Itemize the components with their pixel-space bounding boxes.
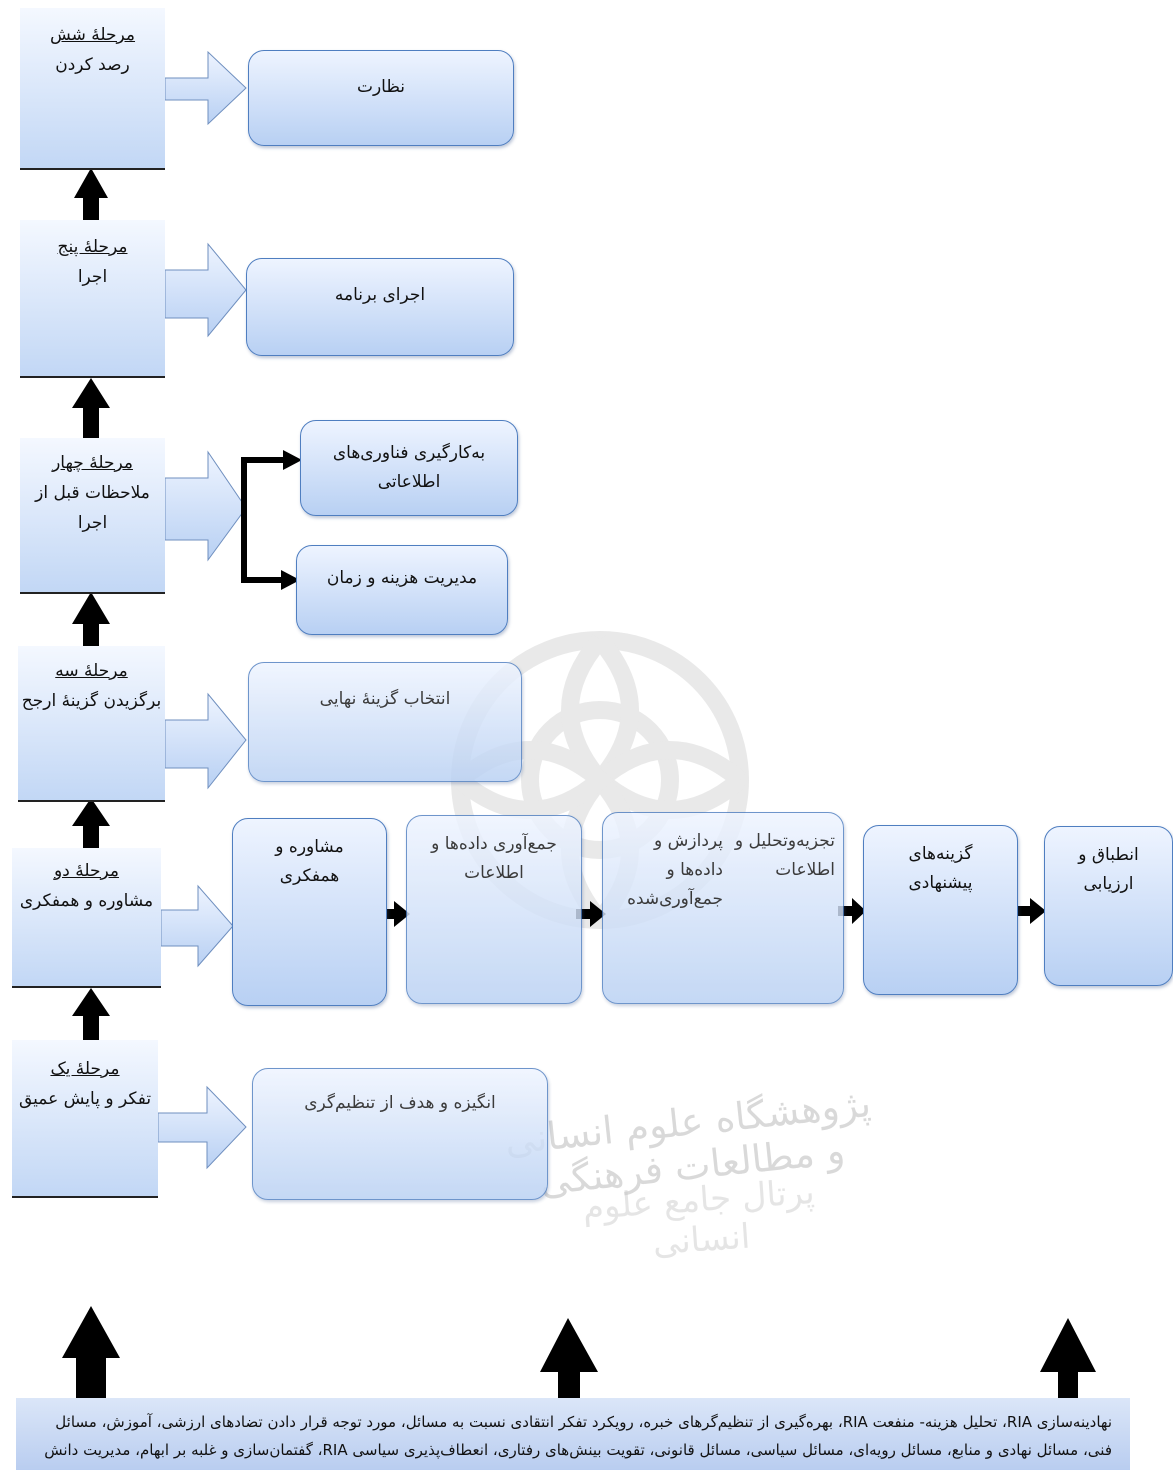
stage-title: مرحلهٔ دو xyxy=(54,861,119,881)
block-arrow-5 xyxy=(164,242,247,338)
box-cost-time: مدیریت هزینه و زمان xyxy=(296,545,508,635)
up-arrow-5-6 xyxy=(74,168,108,226)
block-arrow-6 xyxy=(164,50,247,126)
flow-box-label-analysis: تجزیه‌وتحلیل و اطلاعات xyxy=(734,831,835,880)
box-label: اجرای برنامه xyxy=(334,285,426,305)
block-arrow-4 xyxy=(164,450,247,562)
box-label: انتخاب گزینهٔ نهایی xyxy=(319,689,451,709)
stage-subtitle: اجرا xyxy=(77,267,108,287)
stage-1: مرحلهٔ یک تفکر و پایش عمیق xyxy=(12,1040,158,1198)
box-label: به‌کارگیری فناوری‌های اطلاعاتی xyxy=(332,443,486,492)
flow-box-label-processing: پردازش و داده‌ها و جمع‌آوری‌شده xyxy=(627,831,723,909)
box-it-usage: به‌کارگیری فناوری‌های اطلاعاتی xyxy=(300,420,518,516)
stage-subtitle: برگزیدن گزینهٔ ارجح xyxy=(21,691,162,711)
flow-box-label: جمع‌آوری داده‌ها و اطلاعات xyxy=(431,834,557,883)
flow-arrow-3 xyxy=(838,898,866,924)
bottom-factors-text: نهادینه‌سازی RIA، تحلیل هزینه- منفعت RIA… xyxy=(44,1413,1112,1459)
flow-box-label: گزینه‌های پیشنهادی xyxy=(908,844,973,893)
stage-title: مرحلهٔ پنج xyxy=(57,237,128,257)
up-arrow-base-mid xyxy=(540,1318,598,1440)
block-arrow-1 xyxy=(157,1085,247,1170)
up-arrow-2-3 xyxy=(72,798,110,848)
flow-box-analysis: تجزیه‌وتحلیل و اطلاعات پردازش و داده‌ها … xyxy=(602,812,844,1004)
box-final-option: انتخاب گزینهٔ نهایی xyxy=(248,662,522,782)
box-program-execution: اجرای برنامه xyxy=(246,258,514,356)
flow-box-label: مشاوره و همفکری xyxy=(275,837,344,886)
flow-box-label: انطباق و ارزیابی xyxy=(1078,845,1139,894)
stage-6: مرحلهٔ شش رصد کردن xyxy=(20,8,165,170)
bottom-factors-panel: نهادینه‌سازی RIA، تحلیل هزینه- منفعت RIA… xyxy=(16,1398,1130,1470)
flow-arrow-2 xyxy=(576,901,606,927)
stage-3: مرحلهٔ سه برگزیدن گزینهٔ ارجح xyxy=(18,646,165,802)
bracket-arrow-bottom xyxy=(281,570,300,590)
box-label: انگیزه و هدف از تنظیم‌گری xyxy=(304,1093,496,1113)
stage-title: مرحلهٔ سه xyxy=(55,661,128,681)
stage-subtitle: تفکر و پایش عمیق xyxy=(18,1089,152,1109)
flow-arrow-4 xyxy=(1018,898,1046,924)
flow-box-proposed-options: گزینه‌های پیشنهادی xyxy=(863,825,1018,995)
flow-box-consultation: مشاوره و همفکری xyxy=(232,818,387,1006)
flow-box-compliance: انطباق و ارزیابی xyxy=(1044,826,1173,986)
up-arrow-base-right xyxy=(1040,1318,1096,1398)
flow-box-data-collection: جمع‌آوری داده‌ها و اطلاعات xyxy=(406,815,582,1004)
box-motivation: انگیزه و هدف از تنظیم‌گری xyxy=(252,1068,548,1200)
stage-2: مرحلهٔ دو مشاوره و همفکری xyxy=(12,848,161,988)
up-arrow-3-4 xyxy=(72,592,110,650)
box-label: مدیریت هزینه و زمان xyxy=(326,568,478,588)
up-arrow-1-2 xyxy=(72,988,110,1040)
block-arrow-3 xyxy=(164,692,247,790)
box-label: نظارت xyxy=(356,77,406,97)
stage-4: مرحلهٔ چهار ملاحظات قبل از اجرا xyxy=(20,438,165,594)
box-monitoring: نظارت xyxy=(248,50,514,146)
bracket-arrow-top xyxy=(283,450,302,470)
block-arrow-2 xyxy=(160,884,234,968)
stage-subtitle: رصد کردن xyxy=(55,55,130,75)
bracket-connector xyxy=(241,457,285,583)
stage-5: مرحلهٔ پنج اجرا xyxy=(20,220,165,378)
stage-title: مرحلهٔ چهار xyxy=(52,453,133,473)
stage-subtitle: مشاوره و همفکری xyxy=(19,891,154,911)
stage-subtitle: ملاحظات قبل از اجرا xyxy=(35,483,150,533)
flow-arrow-1 xyxy=(380,901,410,927)
stage-title: مرحلهٔ یک xyxy=(50,1059,120,1079)
up-arrow-4-5 xyxy=(72,378,110,438)
stage-title: مرحلهٔ شش xyxy=(49,25,136,45)
